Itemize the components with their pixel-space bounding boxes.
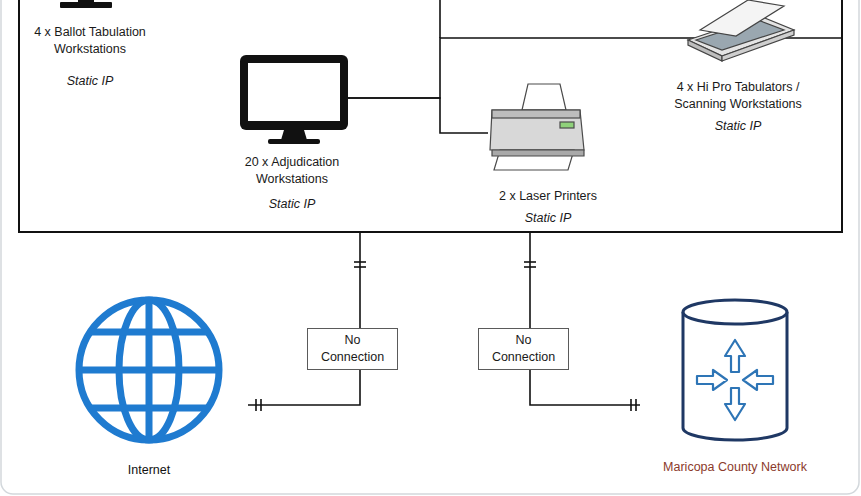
workstation-group: 4 x Ballot Tabulation WorkstationsStatic… <box>20 24 160 90</box>
county-network-node: Maricopa County Network <box>640 295 830 476</box>
break-mark <box>256 262 636 411</box>
workstation-group: 20 x Adjudication WorkstationsStatic IP <box>236 52 348 213</box>
ip-note: Static IP <box>236 196 348 213</box>
node-label: Internet <box>50 462 248 479</box>
scanner-group: 4 x Hi Pro Tabulators / Scanning Worksta… <box>658 0 818 135</box>
ip-note: Static IP <box>20 73 160 90</box>
network-link <box>529 233 531 328</box>
printer-group: 2 x Laser PrintersStatic IP <box>488 80 608 227</box>
network-link <box>248 370 360 405</box>
printer-icon <box>490 84 584 170</box>
network-link <box>359 233 361 328</box>
node-label: 4 x Ballot Tabulation Workstations <box>20 24 160 58</box>
network-link <box>348 38 658 98</box>
node-label: 20 x Adjudication Workstations <box>236 154 348 188</box>
monitor-icon <box>240 55 348 144</box>
ip-note: Static IP <box>488 210 608 227</box>
node-label: 2 x Laser Printers <box>488 188 608 205</box>
scanner-icon <box>688 0 794 61</box>
bus-line <box>439 0 441 38</box>
no-connection-box: No Connection <box>307 328 398 370</box>
network-link <box>530 370 640 405</box>
no-connection-box: No Connection <box>478 328 569 370</box>
node-label: No Connection <box>488 332 560 366</box>
internet-node: Internet <box>50 290 248 479</box>
network-cylinder-icon <box>683 300 787 440</box>
node-label: 4 x Hi Pro Tabulators / Scanning Worksta… <box>658 79 818 113</box>
node-label: No Connection <box>317 332 389 366</box>
monitor-stand <box>60 0 112 8</box>
network-link <box>348 98 488 133</box>
node-label: Maricopa County Network <box>640 459 830 476</box>
ip-note: Static IP <box>658 118 818 135</box>
network-boundary: 4 x Ballot Tabulation WorkstationsStatic… <box>18 0 843 233</box>
globe-icon <box>79 300 219 440</box>
